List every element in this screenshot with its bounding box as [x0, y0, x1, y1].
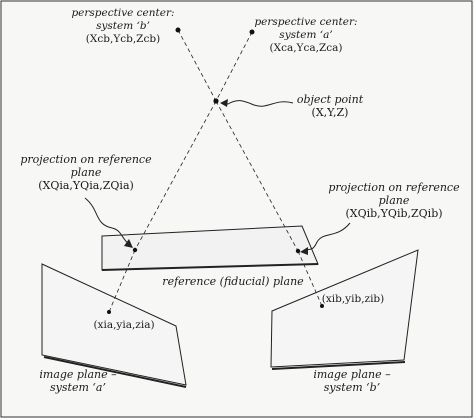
projection-right-coords: (XQib,YQib,ZQib) [345, 207, 443, 220]
pc-b-system: system ‘b’ [96, 20, 150, 32]
image-point-a [107, 310, 111, 314]
qia-point [132, 247, 138, 253]
projection-left-label: projection on reference plane (XQia,YQia… [20, 153, 151, 192]
image-point-b [320, 304, 324, 308]
image-plane-b-label: image plane – system ‘b’ [313, 368, 390, 394]
image-plane-b-line1: image plane – [313, 368, 391, 381]
pc-b-title: perspective center: [71, 7, 175, 19]
projection-right-label: projection on reference plane (XQib,YQib… [328, 181, 459, 220]
object-point [213, 98, 219, 104]
pc-a-title: perspective center: [254, 16, 358, 28]
reference-plane-label: reference (fiducial) plane [162, 275, 304, 288]
image-plane-b [270, 249, 419, 368]
object-point-title: object point [296, 93, 364, 106]
pc-a-label: perspective center: system ‘a’ (Xca,Yca,… [254, 16, 357, 55]
ray-object-to-qia [134, 100, 217, 251]
pc-a-system: system ‘a’ [279, 29, 333, 41]
object-point-label: object point (X,Y,Z) [297, 93, 363, 119]
perspective-center-b-point [175, 27, 181, 33]
object-point-leader [221, 100, 294, 107]
image-plane-a-label: image plane – system ‘a’ [39, 368, 116, 394]
perspective-center-a-point [249, 29, 255, 35]
image-plane-b-edge [271, 361, 406, 370]
projection-left-line2: plane [70, 166, 102, 179]
object-point-coords: (X,Y,Z) [311, 106, 349, 119]
qib-leader-arrow [300, 247, 308, 255]
projection-left-line1: projection on reference [20, 153, 152, 166]
ray-qib-to-image-b [297, 250, 323, 307]
image-plane-a-line2: system ‘a’ [50, 381, 106, 394]
ray-object-to-qib [215, 100, 299, 252]
image-coords-a: (xia,yia,zia) [93, 319, 155, 331]
image-plane-a-line1: image plane – [39, 368, 117, 381]
qib-point [295, 248, 301, 254]
ray-a-to-object [215, 31, 253, 102]
ray-b-to-object [177, 29, 217, 102]
ray-qia-to-image-a [108, 249, 136, 313]
pc-b-coords: (Xcb,Ycb,Zcb) [85, 33, 161, 45]
image-plane-a [41, 263, 187, 386]
projection-left-coords: (XQia,YQia,ZQia) [38, 179, 134, 192]
image-coords-b: (xib,yib,zib) [321, 293, 385, 305]
image-plane-a-edge [43, 356, 187, 388]
projection-right-line1: projection on reference [328, 181, 460, 194]
qia-leader-arrow [124, 239, 133, 248]
projection-right-line2: plane [378, 194, 410, 207]
image-plane-b-line2: system ‘b’ [323, 381, 381, 394]
pc-b-label: perspective center: system ‘b’ (Xcb,Ycb,… [71, 7, 174, 46]
reference-plane-edge [101, 263, 319, 271]
pc-a-coords: (Xca,Yca,Zca) [269, 42, 343, 54]
qia-leader [84, 197, 131, 246]
object-point-leader-arrow [220, 99, 228, 107]
